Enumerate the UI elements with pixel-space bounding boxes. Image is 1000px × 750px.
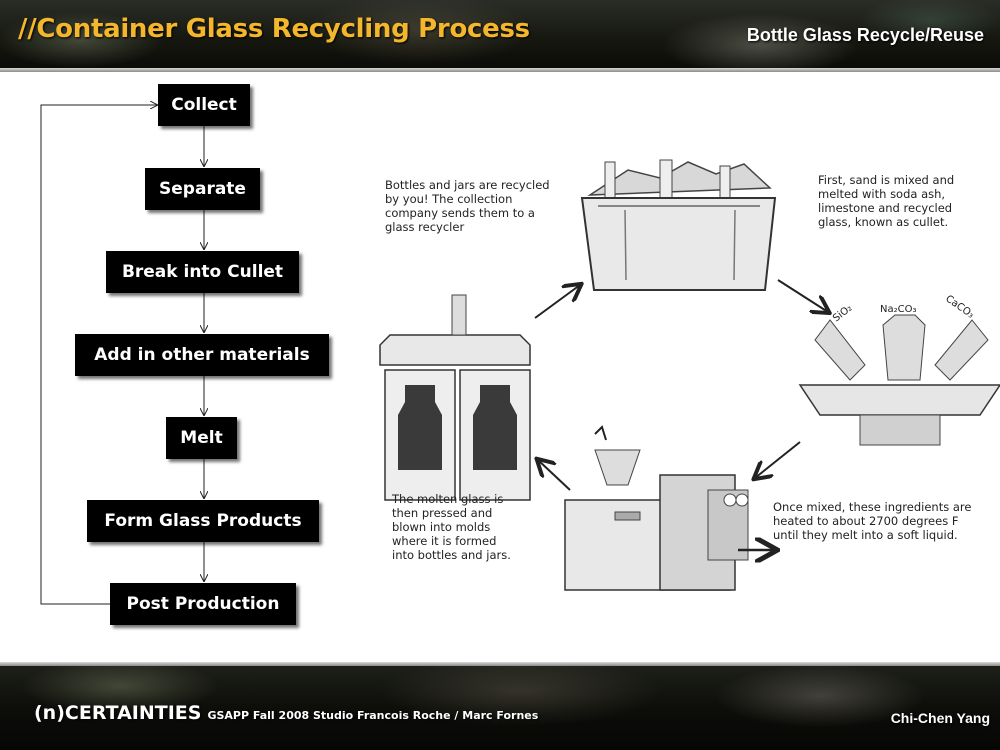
recycling-cycle-illustration: SiO₂ Na₂CO₃ CaCO₃ bbox=[379, 159, 1000, 591]
footer-credit: GSAPP Fall 2008 Studio Francois Roche / … bbox=[207, 709, 539, 722]
cycle-arrow bbox=[534, 285, 580, 319]
caption-mold: The molten glass is then pressed and blo… bbox=[392, 492, 511, 562]
footer-author: Chi-Chen Yang bbox=[890, 710, 990, 726]
step-post-production: Post Production bbox=[110, 583, 296, 625]
step-add-other-materials: Add in other materials bbox=[75, 334, 329, 376]
page-title: //Container Glass Recycling Process bbox=[18, 14, 530, 44]
step-melt: Melt bbox=[166, 417, 237, 459]
footer-brand: (n)CERTAINTIES bbox=[34, 702, 202, 724]
step-break-into-cullet: Break into Cullet bbox=[106, 251, 299, 293]
footer-band: (n)CERTAINTIES GSAPP Fall 2008 Studio Fra… bbox=[0, 666, 1000, 750]
cycle-arrow bbox=[777, 279, 828, 312]
header-divider bbox=[0, 68, 1000, 72]
furnace-icon bbox=[564, 425, 749, 591]
loop-back-connector bbox=[40, 105, 157, 605]
header-band: //Container Glass Recycling Process Bott… bbox=[0, 0, 1000, 68]
page-subtitle: Bottle Glass Recycle/Reuse bbox=[746, 25, 984, 45]
footer-divider bbox=[0, 662, 1000, 666]
na2co3-label: Na₂CO₃ bbox=[880, 304, 916, 315]
caption-collect: Bottles and jars are recycled by you! Th… bbox=[385, 178, 550, 234]
cycle-arrow bbox=[538, 460, 571, 491]
caco3-label: CaCO₃ bbox=[943, 293, 976, 320]
mixing-hopper-icon bbox=[798, 314, 1000, 446]
step-collect: Collect bbox=[158, 84, 250, 126]
caption-mix: First, sand is mixed and melted with sod… bbox=[818, 173, 955, 229]
flowchart-connectors bbox=[40, 0, 360, 605]
glass-molds-icon bbox=[379, 294, 531, 501]
step-form-glass-products: Form Glass Products bbox=[87, 500, 319, 542]
step-separate: Separate bbox=[145, 168, 260, 210]
collection-bin-icon bbox=[580, 159, 777, 291]
caption-heat: Once mixed, these ingredients are heated… bbox=[773, 500, 972, 542]
sio2-label: SiO₂ bbox=[831, 303, 854, 325]
cycle-arrow bbox=[755, 441, 801, 478]
